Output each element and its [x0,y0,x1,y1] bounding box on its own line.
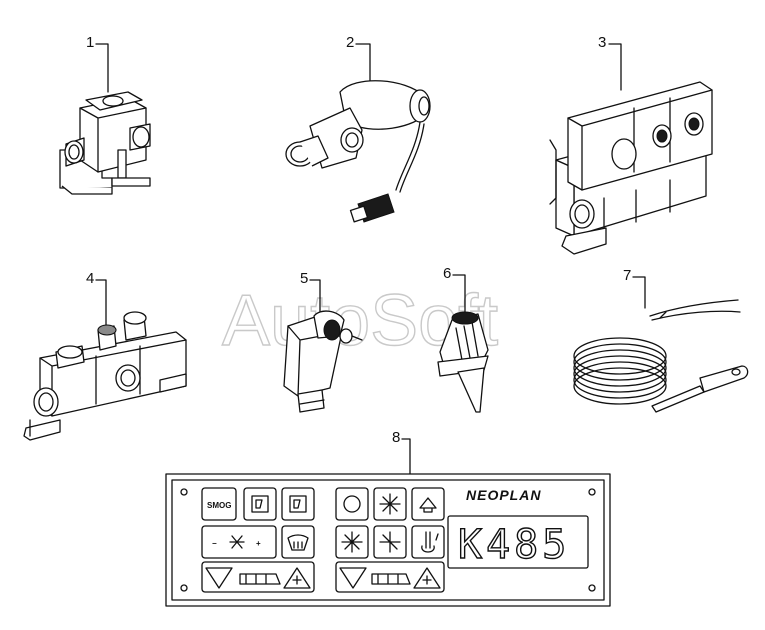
temp-button[interactable] [411,525,445,559]
control-panel: SMOG − + [165,473,611,607]
part-7-capillary-sensor [573,299,749,413]
fan-icon [229,535,245,549]
bus-temp-down-button[interactable] [201,561,315,593]
svg-text:+: + [256,539,261,548]
part-number-3: 3 [598,34,606,51]
window-left-icon [251,495,269,513]
part-number-4: 4 [86,270,94,287]
part-4-valve-block [23,311,187,441]
callout-8: 8 [392,429,411,475]
bus-fan-down-button[interactable] [335,561,445,593]
recirc-button[interactable] [335,487,369,521]
defrost-icon [287,534,309,551]
heater-icon [419,497,437,513]
part-number-7: 7 [623,267,631,284]
window-right-icon [289,495,307,513]
svg-text:SMOG: SMOG [207,501,231,510]
brand-label: NEOPLAN [466,487,541,503]
display-window [447,515,589,569]
callout-6: 6 [443,265,466,317]
snowflake-icon [341,531,363,553]
part-6-sensor [437,311,489,413]
part-number-8: 8 [392,429,400,446]
thermometer-icon [421,531,439,553]
fan-speed-control[interactable]: − + [201,525,277,559]
callout-7: 7 [623,267,646,309]
sun-button[interactable] [373,487,407,521]
ac-fan-button[interactable] [373,525,407,559]
callout-3: 3 [598,34,622,91]
circle-icon [343,495,361,513]
display-readout: K485 [458,522,570,568]
defrost-button[interactable] [281,525,315,559]
sun-icon [379,493,401,515]
part-1-valve [59,91,151,195]
part-2-pump [285,80,431,223]
svg-text:−: − [212,539,217,548]
ac-button[interactable] [335,525,369,559]
part-number-2: 2 [346,34,354,51]
part-number-6: 6 [443,265,451,282]
heater-button[interactable] [411,487,445,521]
callout-4: 4 [86,270,107,339]
part-5-sensor [283,310,363,413]
window-right-button[interactable] [281,487,315,521]
part-3-valve-block [549,81,713,255]
snowflake-fan-icon [379,531,401,553]
bus-icon [239,573,281,585]
part-number-1: 1 [86,34,94,51]
callout-2: 2 [346,34,371,93]
callout-1: 1 [86,34,109,93]
window-left-button[interactable] [243,487,277,521]
callout-5: 5 [300,270,321,321]
part-number-5: 5 [300,270,308,287]
smog-button[interactable]: SMOG [201,487,237,521]
